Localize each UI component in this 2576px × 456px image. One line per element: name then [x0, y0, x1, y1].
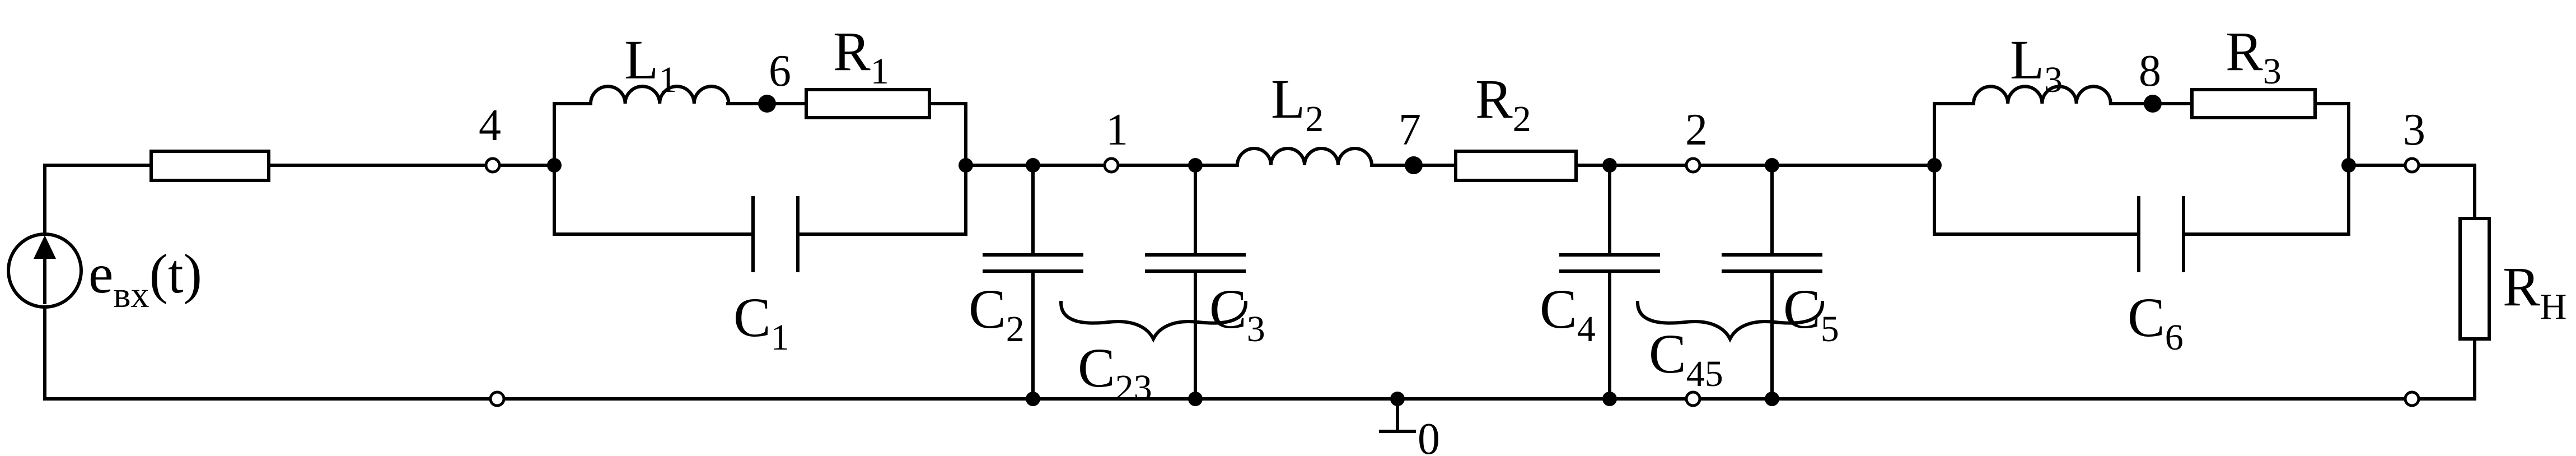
terminal-bottom-left: [489, 390, 506, 407]
node-label-1: 1: [1106, 105, 1128, 155]
wire-source-bottom: [43, 305, 494, 401]
inductor-l2: [1235, 147, 1374, 167]
label-c3: C3: [1209, 278, 1265, 350]
capacitor-c3: [1145, 253, 1246, 273]
terminal-node-1: [1103, 157, 1120, 174]
capacitor-c6: [2137, 196, 2185, 272]
junction-dots: [547, 95, 2356, 406]
wire-source-top: [43, 164, 153, 236]
voltage-source: [7, 232, 83, 309]
node-label-2: 2: [1685, 105, 1708, 155]
node-label-0: 0: [1418, 415, 1440, 456]
label-l2: L2: [1271, 68, 1324, 139]
wire-sec3-left: [1933, 102, 1975, 236]
wire-sec1-left: [553, 102, 592, 236]
resistor-r2: [1454, 150, 1578, 182]
label-r1: R1: [833, 20, 889, 92]
capacitor-c5: [1722, 253, 1822, 273]
node-label-6: 6: [769, 46, 791, 96]
node-6-dot: [758, 95, 776, 113]
brace-c45: [1635, 300, 1825, 343]
resistor-r3: [2190, 88, 2317, 119]
node-label-4: 4: [479, 101, 501, 150]
label-l1: L1: [624, 29, 677, 100]
node-label-7: 7: [1399, 105, 1421, 155]
inductor-l3: [1971, 85, 2112, 106]
terminal-bottom-right: [2404, 390, 2420, 407]
source-label: eвх(t): [88, 243, 202, 315]
label-c6: C6: [2128, 286, 2184, 358]
wire-node3-to-load: [2415, 164, 2476, 220]
label-c1: C1: [733, 286, 789, 358]
label-c2: C2: [969, 278, 1025, 350]
arrow-up-icon: [34, 235, 56, 259]
terminals: [484, 157, 2420, 407]
resistor-rh: [2458, 217, 2491, 341]
label-c5: C5: [1783, 278, 1839, 350]
terminal-node-4: [484, 157, 501, 174]
node-7-dot: [1405, 156, 1423, 174]
wire-sec1-right: [796, 102, 967, 236]
label-rh: RН: [2503, 255, 2566, 327]
label-l3: L3: [2010, 29, 2063, 100]
capacitor-c2: [983, 253, 1083, 273]
label-c23: C23: [1078, 337, 1152, 408]
label-c4: C4: [1540, 278, 1596, 350]
inductor-l1: [588, 85, 731, 106]
brace-c23: [1059, 300, 1248, 343]
node-label-8: 8: [2139, 46, 2161, 96]
wires: [43, 102, 2476, 433]
terminal-bottom-mid: [1685, 390, 1701, 407]
capacitor-c4: [1559, 253, 1660, 273]
capacitor-c1: [751, 196, 800, 272]
label-c45: C45: [1649, 323, 1723, 394]
resistor-source: [149, 150, 270, 182]
terminal-node-2: [1685, 157, 1701, 174]
node-label-3: 3: [2403, 105, 2425, 155]
node-8-dot: [2144, 95, 2162, 113]
label-r3: R3: [2226, 20, 2282, 92]
terminal-node-3: [2404, 157, 2420, 174]
resistor-r1: [805, 88, 931, 119]
label-r2: R2: [1475, 68, 1531, 139]
wire-sec3-right: [2182, 102, 2350, 236]
